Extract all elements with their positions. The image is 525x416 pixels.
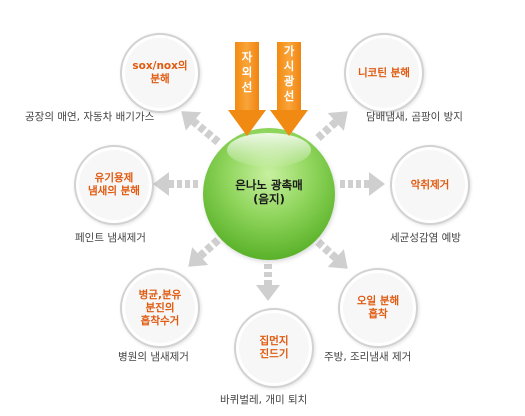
arrow-left xyxy=(153,172,198,196)
node-nicotine: 니코틴 분해 xyxy=(344,33,424,113)
node-label: 악취제거 xyxy=(410,178,450,191)
node-label: 오일 분해 흡착 xyxy=(356,295,400,320)
node-label: sox/nox의 분해 xyxy=(132,60,188,85)
node-germ-dust: 병균,분유 분진의 흡착수거 xyxy=(120,268,200,348)
node-odor-removal: 악취제거 xyxy=(390,145,470,225)
arrow-down-left xyxy=(188,237,221,267)
visible-light-beam-arrowhead xyxy=(270,110,308,136)
node-organic-solvent: 유기용제 냄새의 분해 xyxy=(74,145,154,225)
caption-germ-dust: 병원의 냄새제거 xyxy=(118,351,189,363)
visible-light-beam-label: 가시광선 xyxy=(283,44,295,103)
sphere-highlight xyxy=(227,133,311,167)
caption-odor-removal: 세균성감염 예방 xyxy=(390,232,461,244)
arrow-up-left xyxy=(181,111,221,146)
arrow-down xyxy=(256,264,280,301)
caption-oil-decomposition: 주방, 조리냄새 제거 xyxy=(324,351,412,363)
arrow-up-right xyxy=(315,111,348,141)
caption-nicotine: 담배냄새, 곰팡이 방지 xyxy=(366,111,463,123)
center-label: 은나노 광촉매 (음지) xyxy=(235,178,303,206)
node-label: 유기용제 냄새의 분해 xyxy=(88,172,140,197)
node-label: 니코틴 분해 xyxy=(358,66,410,79)
caption-sox-nox: 공장의 매연, 자동차 배기가스 xyxy=(25,111,155,123)
node-label: 집먼지 진드기 xyxy=(259,335,289,360)
node-label: 병균,분유 분진의 흡착수거 xyxy=(138,288,182,327)
uv-beam xyxy=(235,42,259,112)
caption-organic-solvent: 페인트 냄새제거 xyxy=(75,232,146,244)
node-sox-nox: sox/nox의 분해 xyxy=(120,33,200,113)
visible-light-beam xyxy=(277,42,301,112)
uv-beam-arrowhead xyxy=(228,110,266,136)
arrow-right xyxy=(340,172,385,196)
node-oil-decomposition: 오일 분해 흡착 xyxy=(338,268,418,348)
arrow-down-right xyxy=(315,239,348,269)
node-dust-mite: 집먼지 진드기 xyxy=(234,308,314,388)
uv-beam-label: 자외선 xyxy=(241,50,253,94)
caption-dust-mite: 바퀴벌레, 개미 퇴치 xyxy=(220,394,308,406)
